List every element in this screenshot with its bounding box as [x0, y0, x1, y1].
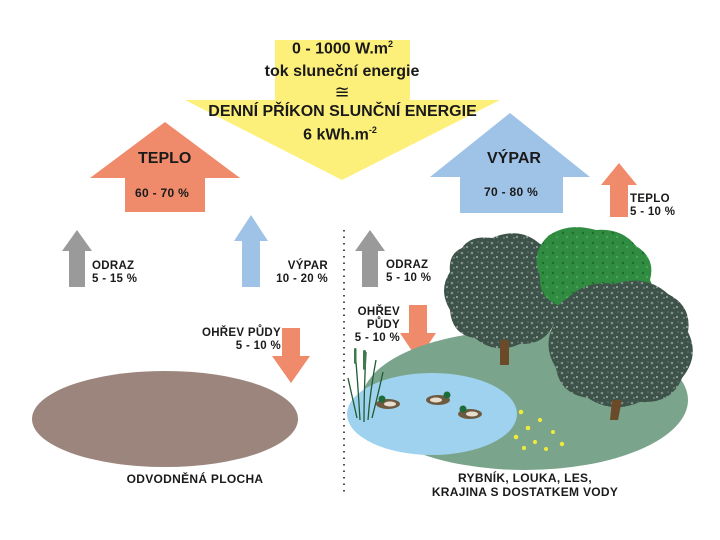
left-evaporation-value: 10 - 20 %: [276, 273, 328, 286]
left-evaporation-label: VÝPAR 10 - 20 %: [258, 260, 328, 286]
right-caption: RYBNÍK, LOUKA, LES, KRAJINA S DOSTATKEM …: [400, 471, 650, 500]
left-soil-heating-title: OHŘEV PŮDY: [201, 327, 281, 339]
flux-label: tok sluneční energie: [264, 63, 420, 80]
left-caption: ODVODNĚNÁ PLOCHA: [126, 472, 264, 486]
meadow-flowers: [513, 409, 565, 451]
left-reflection-title: ODRAZ: [92, 260, 135, 272]
duck-1: [376, 395, 400, 409]
tree-back-left: [444, 233, 567, 365]
right-reflection-arrow: [355, 230, 385, 287]
right-evaporation-value: 70 - 80 %: [484, 185, 539, 199]
right-soil-heating-title-1: OHŘEV: [357, 306, 400, 318]
left-soil-heating-label: OHŘEV PŮDY 5 - 10 %: [183, 327, 281, 353]
left-heat-value: 60 - 70 %: [135, 186, 190, 200]
right-soil-heating-title-2: PŮDY: [366, 319, 400, 332]
right-heat-value: 5 - 10 %: [630, 206, 676, 219]
right-soil-heating-value: 5 - 10 %: [354, 332, 400, 345]
right-caption-line-1: RYBNÍK, LOUKA, LES,: [458, 471, 592, 485]
left-heat-arrow: [90, 122, 240, 212]
right-evaporation-arrow: [430, 113, 590, 213]
flux-range: 0 - 1000 W.m2: [250, 39, 435, 59]
right-heat-arrow: [601, 163, 637, 217]
left-heat-title: TEPLO: [138, 150, 192, 167]
daily-value: 6 kWh.m-2: [280, 125, 400, 145]
right-reflection-value: 5 - 10 %: [386, 272, 432, 285]
left-reflection-label: ODRAZ 5 - 15 %: [92, 260, 137, 286]
daily-value-exponent: -2: [368, 125, 377, 135]
right-reflection-title: ODRAZ: [386, 259, 429, 271]
flux-range-exponent: 2: [388, 39, 394, 49]
right-reflection-label: ODRAZ 5 - 10 %: [386, 259, 431, 285]
right-heat-label: TEPLO 5 - 10 %: [630, 193, 675, 219]
left-reflection-value: 5 - 15 %: [92, 273, 138, 286]
solar-input-arrow: [185, 40, 500, 180]
right-caption-line-2: KRAJINA S DOSTATKEM VODY: [431, 484, 619, 499]
right-heat-title: TEPLO: [630, 193, 670, 205]
approx-symbol: ≅: [334, 82, 350, 102]
duck-3: [458, 405, 482, 419]
flux-range-text: 0 - 1000 W.m: [291, 40, 389, 58]
left-soil-heating-arrow: [272, 328, 310, 383]
right-evaporation-title: VÝPAR: [487, 150, 541, 167]
left-evaporation-title: VÝPAR: [287, 260, 328, 272]
daily-value-text: 6 kWh.m: [303, 126, 369, 144]
left-soil-heating-value: 5 - 10 %: [235, 340, 281, 353]
right-soil-heating-label: OHŘEV PŮDY 5 - 10 %: [338, 306, 400, 346]
daily-input-label: DENNÍ PŘÍKON SLUNČNÍ ENERGIE: [208, 103, 477, 120]
reeds-fill: [354, 348, 366, 370]
duck-2: [426, 391, 451, 405]
drained-field: [32, 371, 298, 467]
left-reflection-arrow: [62, 230, 92, 287]
left-evaporation-arrow: [234, 215, 268, 287]
tree-front-right: [548, 280, 693, 420]
pond: [347, 373, 517, 455]
